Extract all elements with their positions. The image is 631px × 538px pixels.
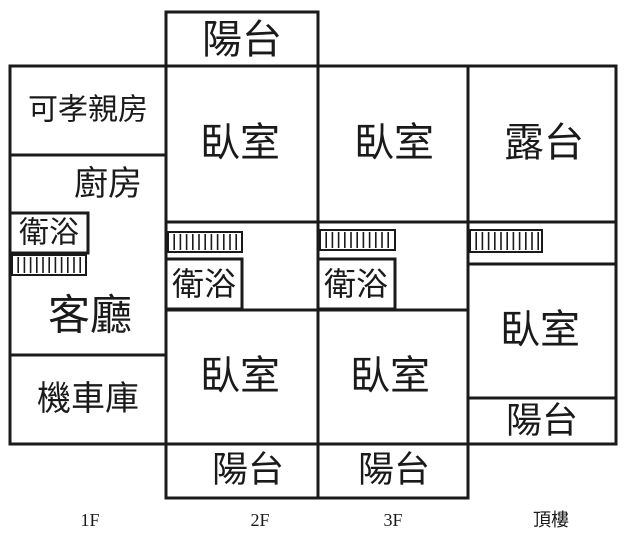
stair-steps-roof (475, 232, 540, 250)
room-bedroom-b-3f: 臥室 (350, 353, 430, 399)
staircase-2f (167, 231, 243, 253)
room-bath-3f: 衛浴 (324, 265, 388, 303)
room-parent: 可孝親房 (28, 93, 148, 128)
room-garage: 機車庫 (37, 379, 139, 419)
room-balcony-top-2f: 陽台 (202, 17, 282, 63)
staircase-roof (469, 229, 543, 253)
stair-steps-3f (325, 232, 390, 248)
room-balcony-bottom-2f: 陽台 (212, 450, 284, 491)
room-bedroom-b-2f: 臥室 (200, 353, 280, 399)
floor-label-2f: 2F (250, 510, 269, 530)
floor-label-3f: 3F (383, 510, 402, 530)
room-balcony-bottom-3f: 陽台 (358, 450, 430, 491)
room-bedroom-roof: 臥室 (500, 307, 580, 353)
room-living: 客廳 (48, 291, 132, 340)
room-balcony-roof: 陽台 (506, 401, 578, 442)
floor-3-bottom-balcony-outline (316, 442, 470, 500)
room-bath-1f: 衛浴 (19, 216, 79, 251)
staircase-1f (11, 254, 87, 276)
roof-outline (466, 64, 618, 446)
room-bedroom-a-3f: 臥室 (354, 120, 434, 166)
stair-steps-1f (17, 257, 81, 273)
walls (8, 10, 618, 500)
room-bedroom-a-2f: 臥室 (200, 120, 280, 166)
stair-steps-2f (173, 234, 237, 250)
room-kitchen: 廚房 (74, 164, 142, 204)
floor-label-1f: 1F (80, 510, 99, 530)
staircase-3f (319, 229, 396, 251)
room-terrace: 露台 (504, 120, 584, 166)
room-bath-2f: 衛浴 (172, 265, 236, 303)
floor-label-roof: 頂樓 (533, 510, 569, 530)
floor-1-bath-box (8, 211, 90, 255)
